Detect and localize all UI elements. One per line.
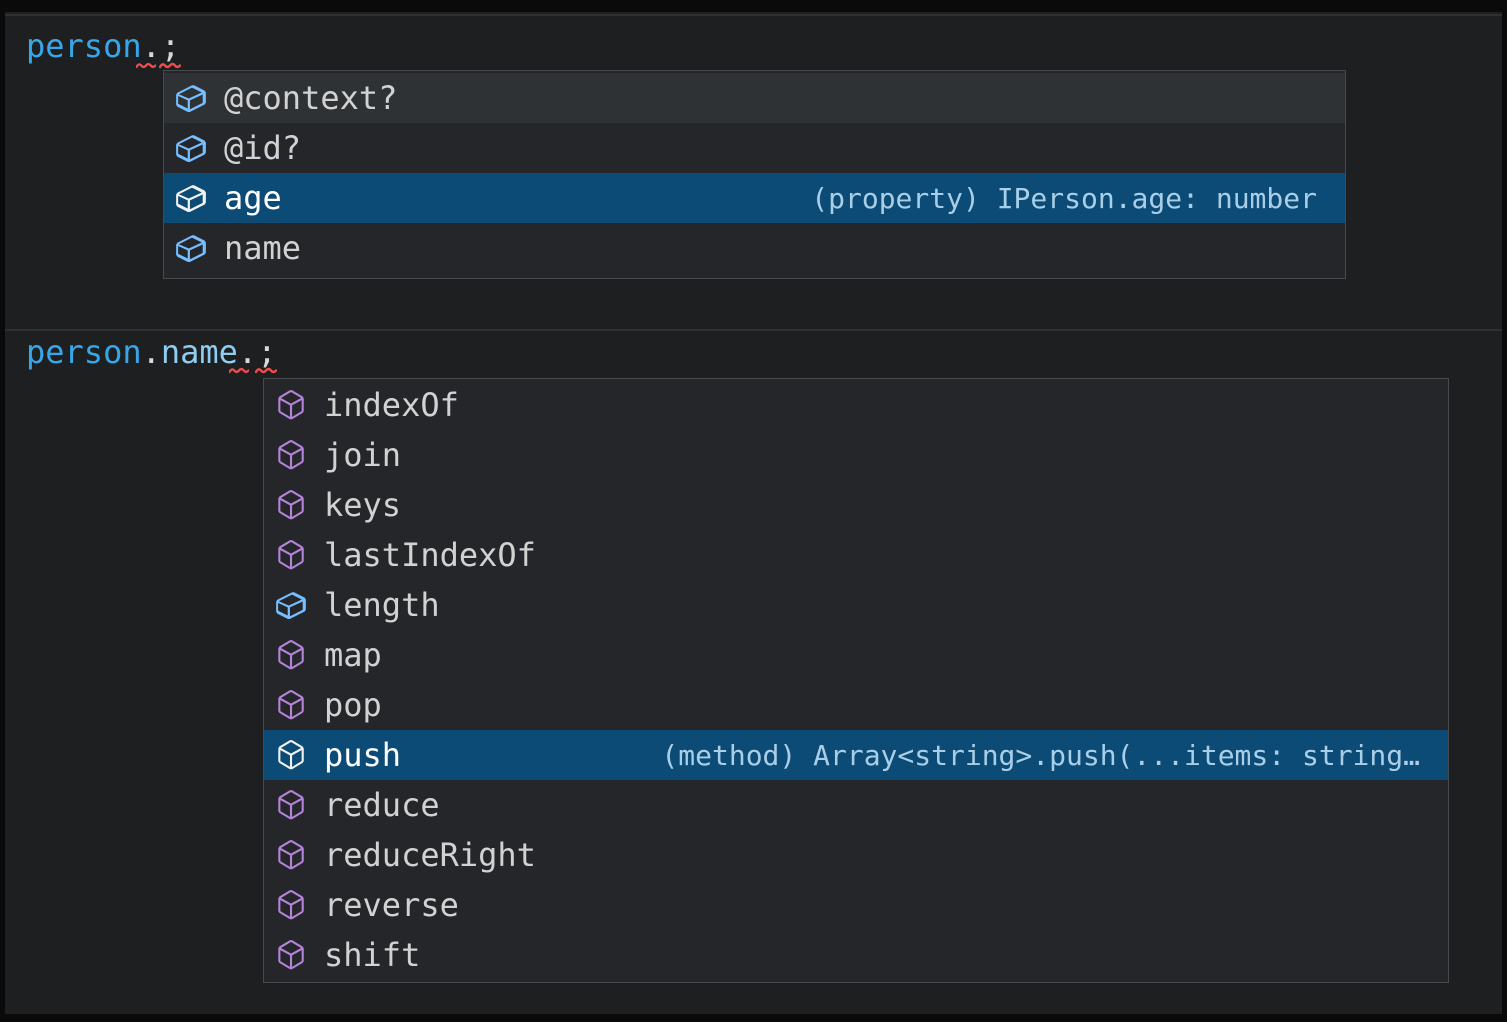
suggest-item-label: age (224, 179, 282, 217)
symbol-method-icon (274, 738, 308, 772)
code-token-dot: . (141, 333, 161, 371)
code-token-object: person (26, 27, 142, 65)
section-divider (5, 329, 1502, 331)
error-squiggle-icon (136, 61, 156, 70)
symbol-method-icon (274, 688, 308, 722)
symbol-field-icon (274, 588, 308, 622)
suggest-item-context[interactable]: @context? (164, 73, 1345, 123)
suggest-item-label: reduceRight (324, 836, 536, 874)
suggest-item-label: pop (324, 686, 382, 724)
symbol-field-icon (174, 231, 208, 265)
suggest-item-label: @id? (224, 129, 302, 167)
suggest-item-id[interactable]: @id? (164, 123, 1345, 173)
symbol-method-icon (274, 788, 308, 822)
section-divider (5, 14, 1502, 16)
code-line-1[interactable]: person.; (26, 26, 180, 66)
symbol-field-icon (174, 181, 208, 215)
suggest-item-label: keys (324, 486, 402, 524)
symbol-field-icon (174, 131, 208, 165)
suggest-item-label: name (224, 229, 302, 267)
suggest-item-map[interactable]: map (264, 630, 1448, 680)
symbol-method-icon (274, 888, 308, 922)
symbol-method-icon (274, 638, 308, 672)
suggest-item-name[interactable]: name (164, 223, 1345, 273)
symbol-method-icon (274, 538, 308, 572)
error-squiggle-icon (255, 366, 277, 375)
suggest-item-shift[interactable]: shift (264, 930, 1448, 980)
symbol-method-icon (274, 838, 308, 872)
suggest-item-detail: (method) Array<string>.push(...items: st… (661, 738, 1420, 772)
symbol-method-icon (274, 938, 308, 972)
code-token-property: name (160, 333, 238, 371)
error-squiggle-icon (229, 366, 249, 375)
suggest-item-label: lastIndexOf (324, 536, 536, 574)
suggest-item-length[interactable]: length (264, 580, 1448, 630)
suggest-item-label: indexOf (324, 386, 459, 424)
suggest-item-push-selected[interactable]: push (method) Array<string>.push(...item… (264, 730, 1448, 780)
symbol-field-icon (174, 81, 208, 115)
suggest-item-label: map (324, 636, 382, 674)
symbol-method-icon (274, 438, 308, 472)
suggest-item-label: reverse (324, 886, 459, 924)
suggest-item-label: reduce (324, 786, 440, 824)
suggest-item-keys[interactable]: keys (264, 480, 1448, 530)
code-token-semicolon: ; (160, 27, 181, 65)
suggest-item-reduce[interactable]: reduce (264, 780, 1448, 830)
suggest-item-reverse[interactable]: reverse (264, 880, 1448, 930)
suggest-widget-person: @context? @id? age (property) IPerson.ag… (163, 70, 1346, 279)
suggest-item-age-selected[interactable]: age (property) IPerson.age: number (164, 173, 1345, 223)
suggest-item-label: push (324, 736, 402, 774)
suggest-item-label: length (324, 586, 440, 624)
code-token-semicolon: ; (257, 333, 277, 371)
suggest-item-join[interactable]: join (264, 430, 1448, 480)
code-line-2[interactable]: person.name.; (26, 332, 276, 372)
code-token-dot: . (237, 333, 258, 371)
suggest-item-label: shift (324, 936, 421, 974)
code-token-dot: . (141, 27, 161, 65)
suggest-item-label: @context? (224, 79, 398, 117)
suggest-item-label: join (324, 436, 402, 474)
symbol-method-icon (274, 488, 308, 522)
symbol-method-icon (274, 388, 308, 422)
suggest-widget-string-methods: indexOf join keys lastIndexOf length map… (263, 378, 1449, 983)
suggest-item-detail: (property) IPerson.age: number (811, 181, 1317, 215)
suggest-item-lastindexof[interactable]: lastIndexOf (264, 530, 1448, 580)
suggest-item-indexof[interactable]: indexOf (264, 380, 1448, 430)
suggest-item-reduceright[interactable]: reduceRight (264, 830, 1448, 880)
code-token-object: person (26, 333, 142, 371)
suggest-item-pop[interactable]: pop (264, 680, 1448, 730)
error-squiggle-icon (159, 61, 181, 70)
